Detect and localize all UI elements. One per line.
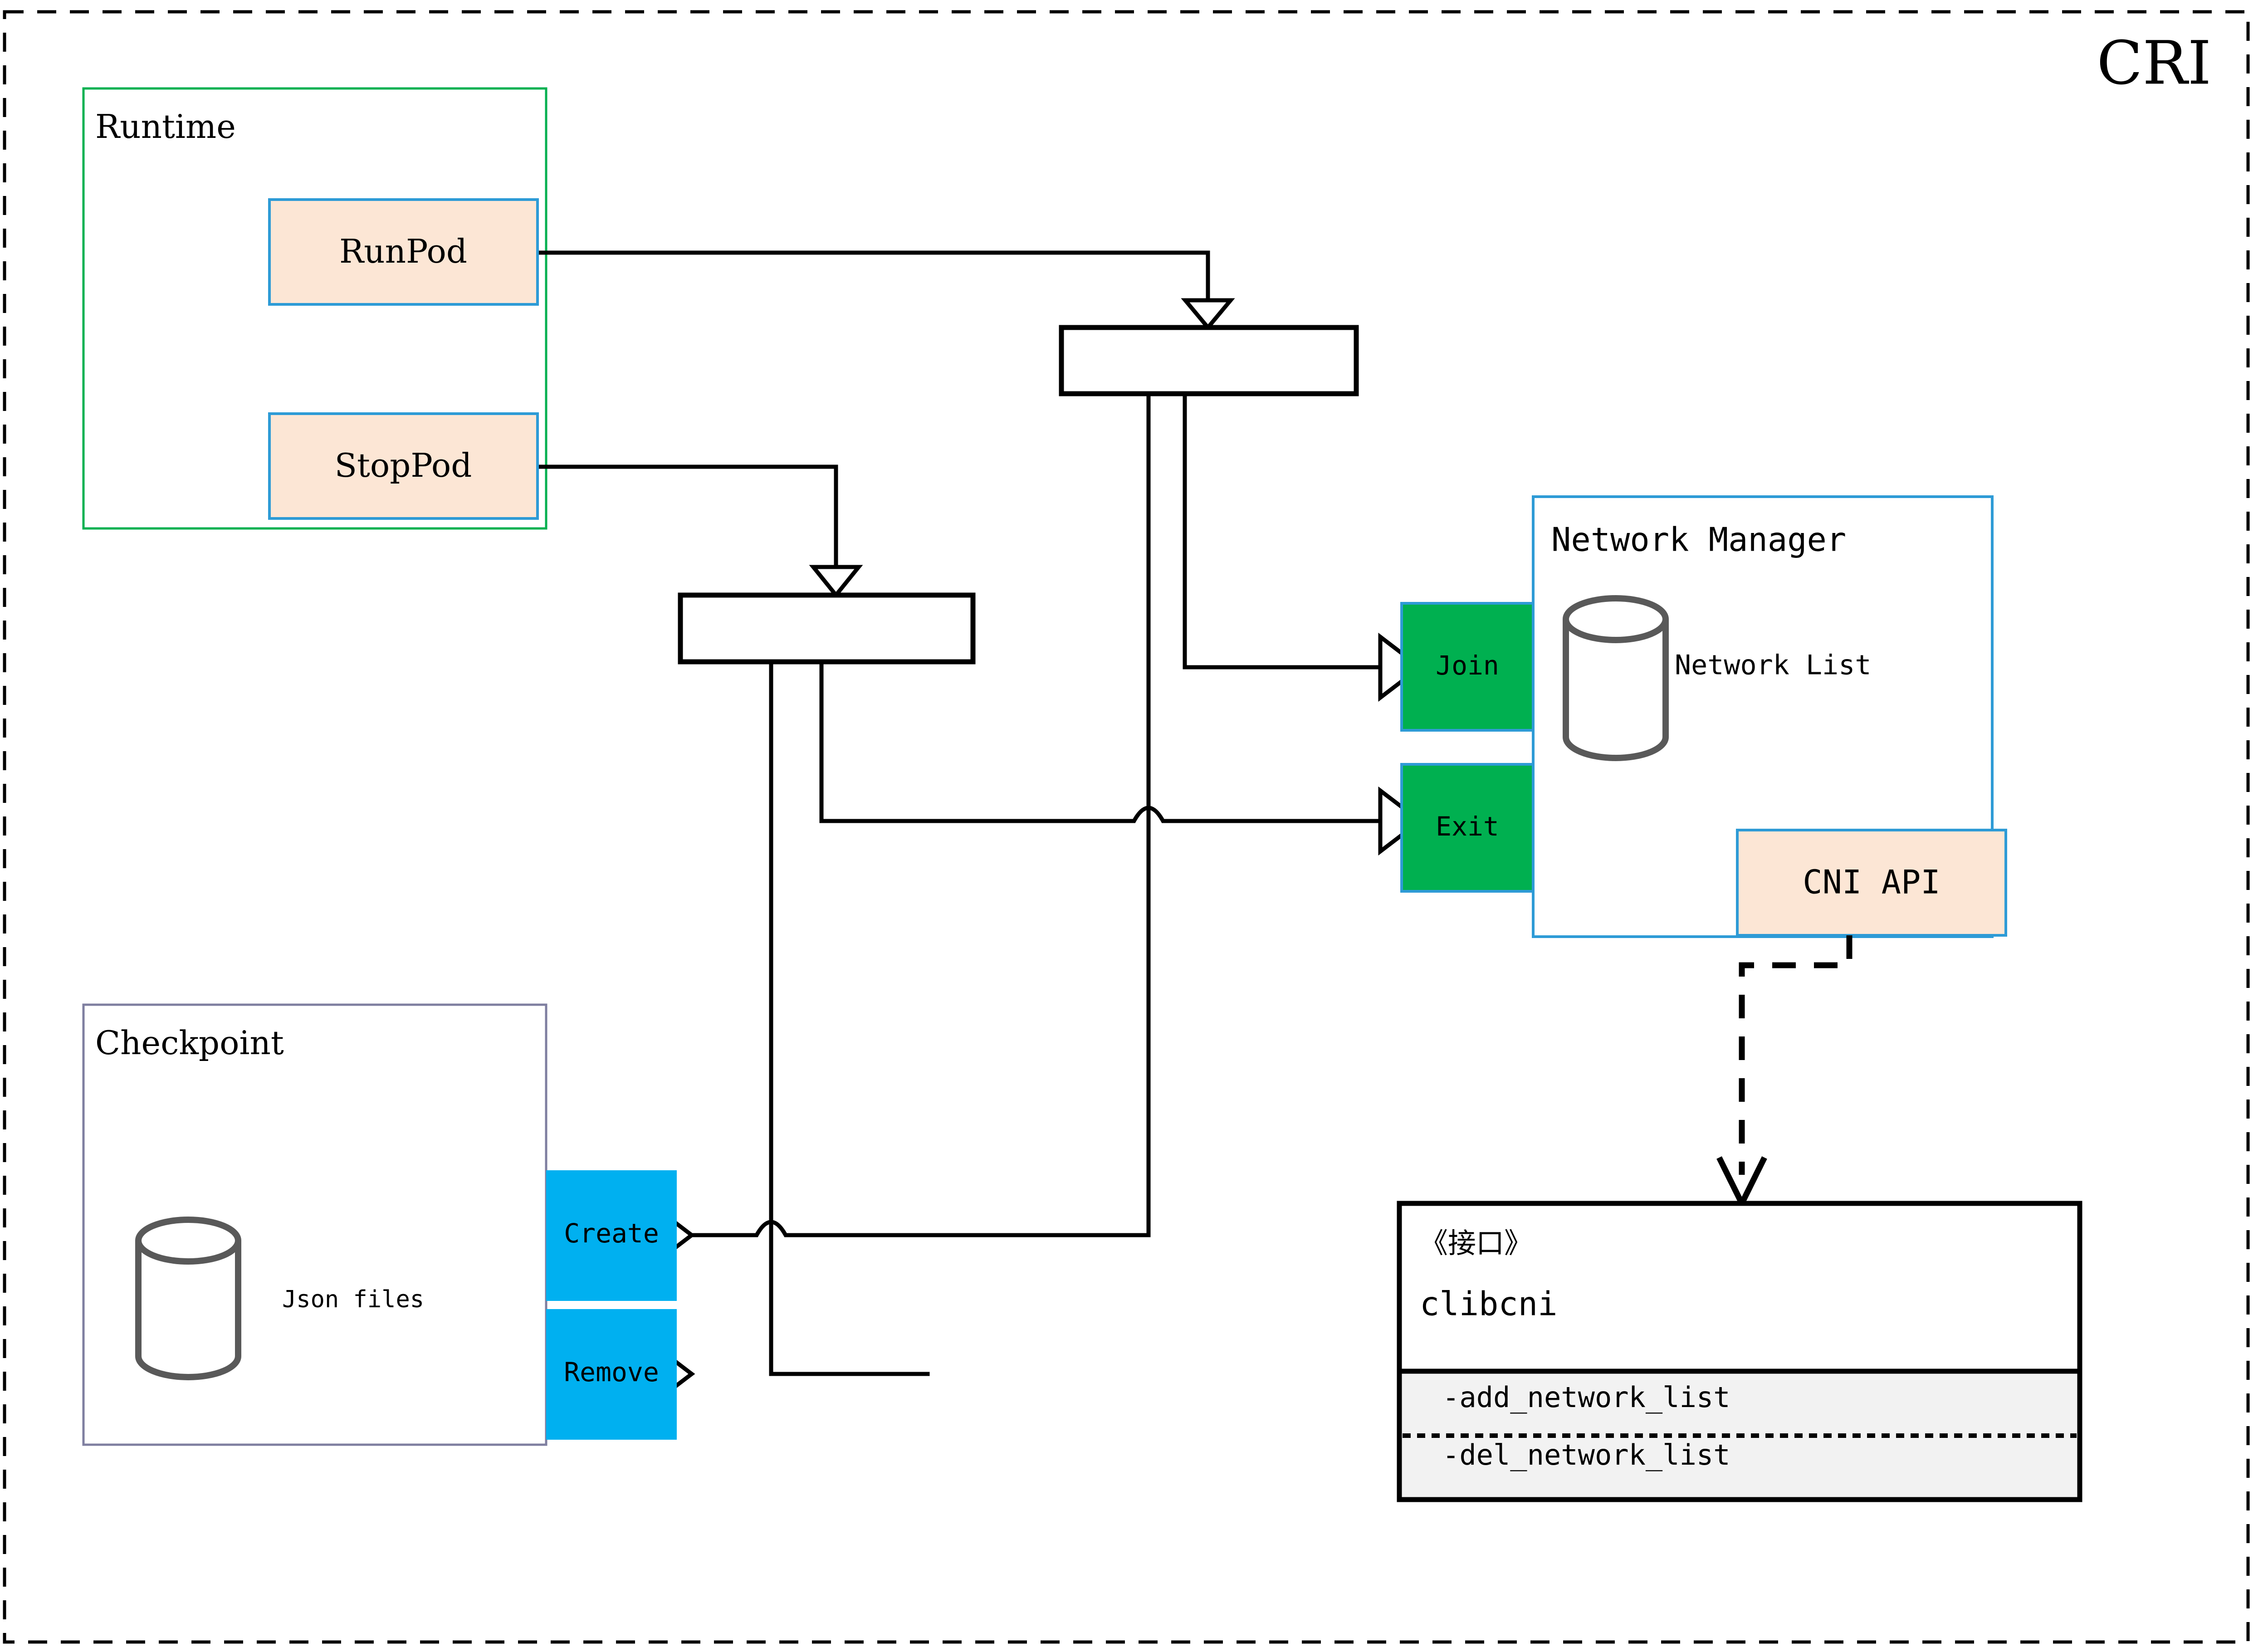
- remove-label: Remove: [564, 1357, 659, 1388]
- network-list-cylinder-icon: [1563, 595, 1669, 761]
- network-manager-group-label: Network Manager: [1551, 521, 1846, 559]
- connector-lines: [535, 250, 1381, 1376]
- connector-stoppod-to-fork: [535, 464, 838, 568]
- connector-topfork-left-to-create: [649, 1220, 1151, 1237]
- remove-box[interactable]: [546, 1309, 677, 1440]
- create-box[interactable]: [546, 1170, 677, 1301]
- fork-bar-stoppod: [678, 592, 976, 665]
- arrowhead-into-top-fork: [1181, 298, 1235, 331]
- clibcni-stereotype: 《接口》: [1420, 1227, 1532, 1260]
- json-files-label: Json files: [282, 1286, 424, 1313]
- connector-topfork-right-branch-to-join: [1183, 391, 1381, 670]
- connector-lowfork-right-branch-to-exit: [819, 660, 1381, 823]
- connector-lowfork-left-branch: [769, 660, 930, 1376]
- clibcni-interface-header: [1397, 1201, 2082, 1374]
- create-label: Create: [564, 1218, 659, 1249]
- join-label: Join: [1436, 650, 1499, 681]
- diagram-frame: [3, 10, 2250, 1644]
- checkpoint-group-label: Checkpoint: [95, 1024, 284, 1062]
- connector-runpod-to-fork: [535, 250, 1210, 302]
- dependency-cni-api-to-clibcni: [1739, 935, 1853, 1175]
- runtime-group-label: Runtime: [95, 108, 236, 146]
- join-box[interactable]: [1400, 602, 1535, 732]
- json-files-cylinder-icon: [135, 1217, 241, 1380]
- network-list-label: Network List: [1675, 650, 1871, 681]
- arrowhead-into-low-fork: [809, 565, 863, 599]
- clibcni-method-del: -del_network_list: [1442, 1438, 1730, 1471]
- runpod-box[interactable]: [268, 198, 539, 306]
- stoppod-box[interactable]: [268, 412, 539, 520]
- fork-bar-runpod: [1059, 325, 1359, 396]
- clibcni-interface-name: clibcni: [1420, 1285, 1557, 1323]
- exit-box[interactable]: [1400, 763, 1535, 893]
- clibcni-method-add: -add_network_list: [1442, 1381, 1730, 1414]
- diagram-title: CRI: [2097, 29, 2211, 98]
- exit-label: Exit: [1436, 811, 1499, 842]
- cni-api-box[interactable]: [1736, 829, 2007, 937]
- stoppod-label: StopPod: [335, 446, 472, 484]
- runpod-label: RunPod: [339, 232, 467, 270]
- cni-api-label: CNI API: [1803, 863, 1940, 901]
